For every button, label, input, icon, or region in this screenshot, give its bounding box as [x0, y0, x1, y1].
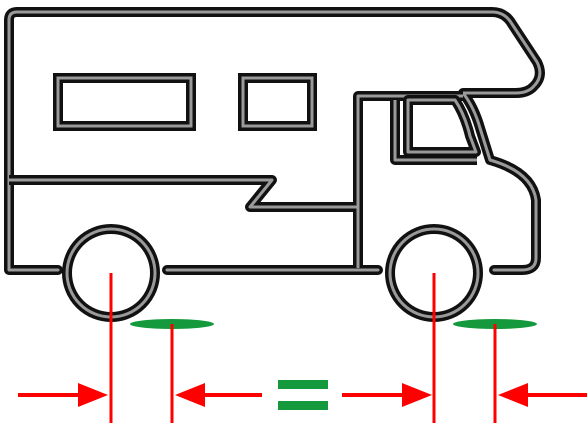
arrow-left-icon [498, 383, 587, 407]
arrow-right-icon [18, 383, 108, 407]
side-window-left [53, 73, 196, 131]
equals-icon [278, 380, 328, 410]
side-window-right [238, 73, 317, 131]
arrow-left-icon [175, 383, 262, 407]
arrow-right-icon [342, 383, 432, 407]
